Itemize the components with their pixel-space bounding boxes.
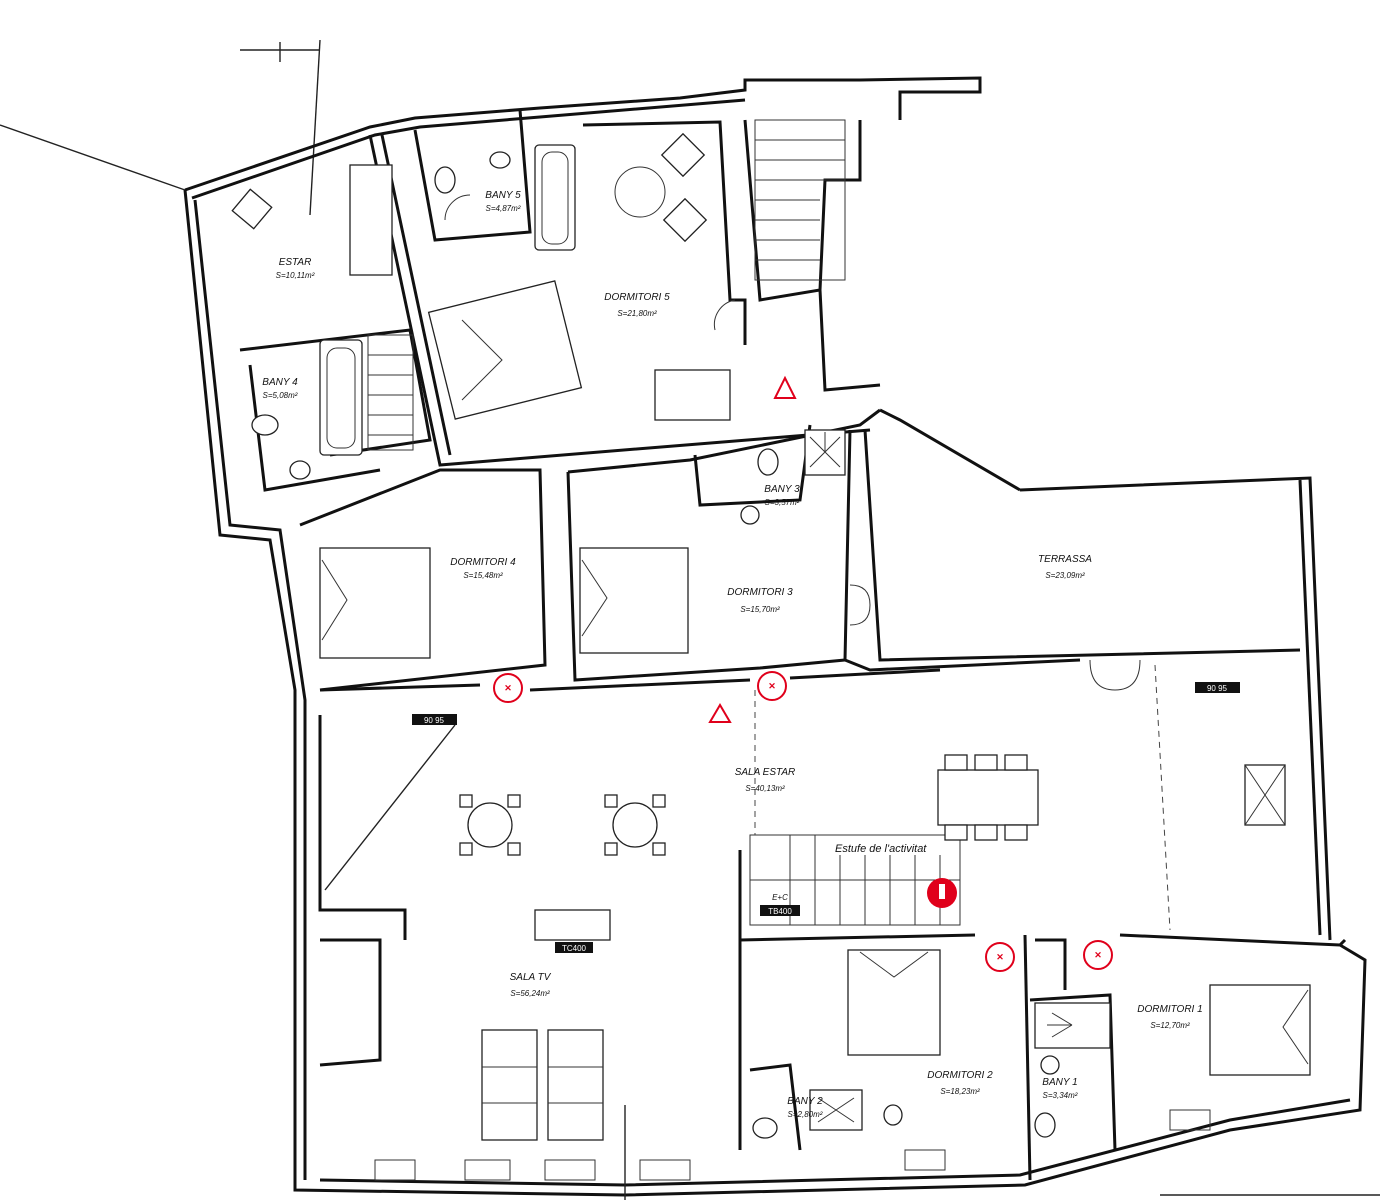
room-bany4-name: BANY 4: [262, 377, 298, 388]
room-salaestar-area: S=40,13m²: [745, 784, 785, 793]
room-dorm4-name: DORMITORI 4: [450, 557, 516, 568]
staircase-icon: [367, 334, 414, 451]
ec-tag: TB400: [768, 907, 792, 916]
room-estar-name: ESTAR: [279, 257, 312, 268]
svg-text:✕: ✕: [1094, 950, 1102, 960]
door-tag: 90 95: [424, 716, 445, 725]
armchair-icon: [662, 197, 708, 243]
room-terrassa-area: S=23,09m²: [1045, 571, 1085, 580]
zone-divider: [1154, 664, 1171, 931]
bathtub-icon: [534, 144, 576, 251]
toilet-icon: [757, 448, 779, 476]
door-tag: 90 95: [1207, 684, 1228, 693]
bathtub-inner: [326, 347, 356, 449]
room-salaestar-name: SALA ESTAR: [735, 767, 796, 778]
sink-icon: [489, 151, 511, 169]
room-bany3-name: BANY 3: [764, 484, 800, 495]
room-dorm2-area: S=18,23m²: [940, 1087, 980, 1096]
door-swing: [849, 584, 871, 626]
toilet-icon: [752, 1117, 778, 1139]
round-rug: [614, 166, 666, 218]
tv-unit: [534, 909, 611, 941]
outer-walls: [183, 76, 1367, 1197]
room-dorm3-area: S=15,70m²: [740, 605, 780, 614]
room-estar-area: S=10,11m²: [276, 271, 315, 280]
room-bany3-area: S=3,57m²: [765, 498, 800, 507]
room-bany4-area: S=5,08m²: [263, 391, 298, 400]
corner-diagonal: [324, 724, 456, 891]
room-bany2-name: BANY 2: [787, 1096, 823, 1107]
wardrobe: [654, 369, 731, 421]
tv-label-bg: [555, 942, 593, 953]
svg-text:✕: ✕: [504, 683, 512, 693]
room-dorm3-name: DORMITORI 3: [727, 587, 793, 598]
lower-walls: [318, 715, 1341, 1181]
room-bany5-area: S=4,87m²: [486, 204, 521, 213]
double-bed-icon: [1209, 984, 1311, 1076]
room-bany2-area: S=2,80m²: [788, 1110, 823, 1119]
fire-extinguisher-icon: [708, 703, 732, 723]
dining-table-icon: [459, 794, 521, 856]
room-dorm5-name: DORMITORI 5: [604, 292, 670, 303]
room-dorm4-area: S=15,48m²: [463, 571, 503, 580]
fireplace-mark: [1244, 764, 1286, 826]
fire-extinguisher-icon: [773, 375, 797, 399]
double-bed-icon: [427, 280, 583, 420]
shower-icon: [1034, 1002, 1111, 1049]
tv-tag: TC400: [562, 944, 587, 953]
toilet-icon: [434, 166, 456, 194]
sink-icon: [289, 460, 311, 480]
room-dorm1-name: DORMITORI 1: [1137, 1004, 1202, 1015]
sink-icon: [1040, 1055, 1060, 1075]
toilet-icon: [1034, 1112, 1056, 1138]
double-bed-icon: [847, 949, 941, 1056]
room-bany5-name: BANY 5: [485, 190, 521, 201]
door-swing: [444, 194, 471, 221]
emergency-light-icon: ✕: [1083, 940, 1113, 970]
sink-icon: [883, 1104, 903, 1126]
room-salatv-area: S=56,24m²: [510, 989, 550, 998]
room-bany1-name: BANY 1: [1042, 1077, 1077, 1088]
armchair-icon: [231, 188, 273, 230]
shower-icon: [804, 429, 846, 476]
dining-table-icon: [604, 794, 666, 856]
bathtub-icon: [319, 339, 363, 456]
emergency-light-icon: ✕: [757, 671, 787, 701]
shower-icon: [809, 1089, 863, 1131]
ec-tag-bg: [760, 905, 800, 916]
double-bed-icon: [579, 547, 689, 654]
door-swing: [1089, 659, 1141, 691]
site-boundary-line: [0, 124, 186, 191]
bathtub-inner: [541, 151, 569, 245]
exit-note: Estufe de l'activitat: [835, 843, 927, 855]
room-dorm5-area: S=21,80m²: [617, 309, 657, 318]
svg-text:✕: ✕: [996, 952, 1004, 962]
door-tag-bg: [1195, 682, 1240, 693]
room-bany1-area: S=3,34m²: [1043, 1091, 1078, 1100]
emergency-light-icon: ✕: [493, 673, 523, 703]
window-marks: [374, 1109, 1211, 1181]
staircase-icon: [754, 119, 846, 281]
wardrobe: [349, 164, 393, 276]
armchair-icon: [660, 132, 706, 178]
room-salatv-name: SALA TV: [510, 972, 552, 983]
door-swing: [713, 299, 736, 331]
sink-icon: [740, 505, 760, 525]
emergency-exit-icon: [927, 878, 957, 908]
room-terrassa-name: TERRASSA: [1038, 554, 1092, 565]
double-bed-icon: [319, 547, 431, 659]
interior-walls: [239, 109, 1301, 692]
svg-text:✕: ✕: [768, 681, 776, 691]
north-arrow-icon: [240, 39, 321, 216]
toilet-icon: [251, 414, 279, 436]
ec-label: E+C: [772, 893, 788, 902]
door-tag-bg: [412, 714, 457, 725]
emergency-light-icon: ✕: [985, 942, 1015, 972]
dining-table-icon: [937, 754, 1039, 841]
room-dorm2-name: DORMITORI 2: [927, 1070, 993, 1081]
room-dorm1-area: S=12,70m²: [1150, 1021, 1190, 1030]
sofa-icon: [481, 1029, 604, 1141]
